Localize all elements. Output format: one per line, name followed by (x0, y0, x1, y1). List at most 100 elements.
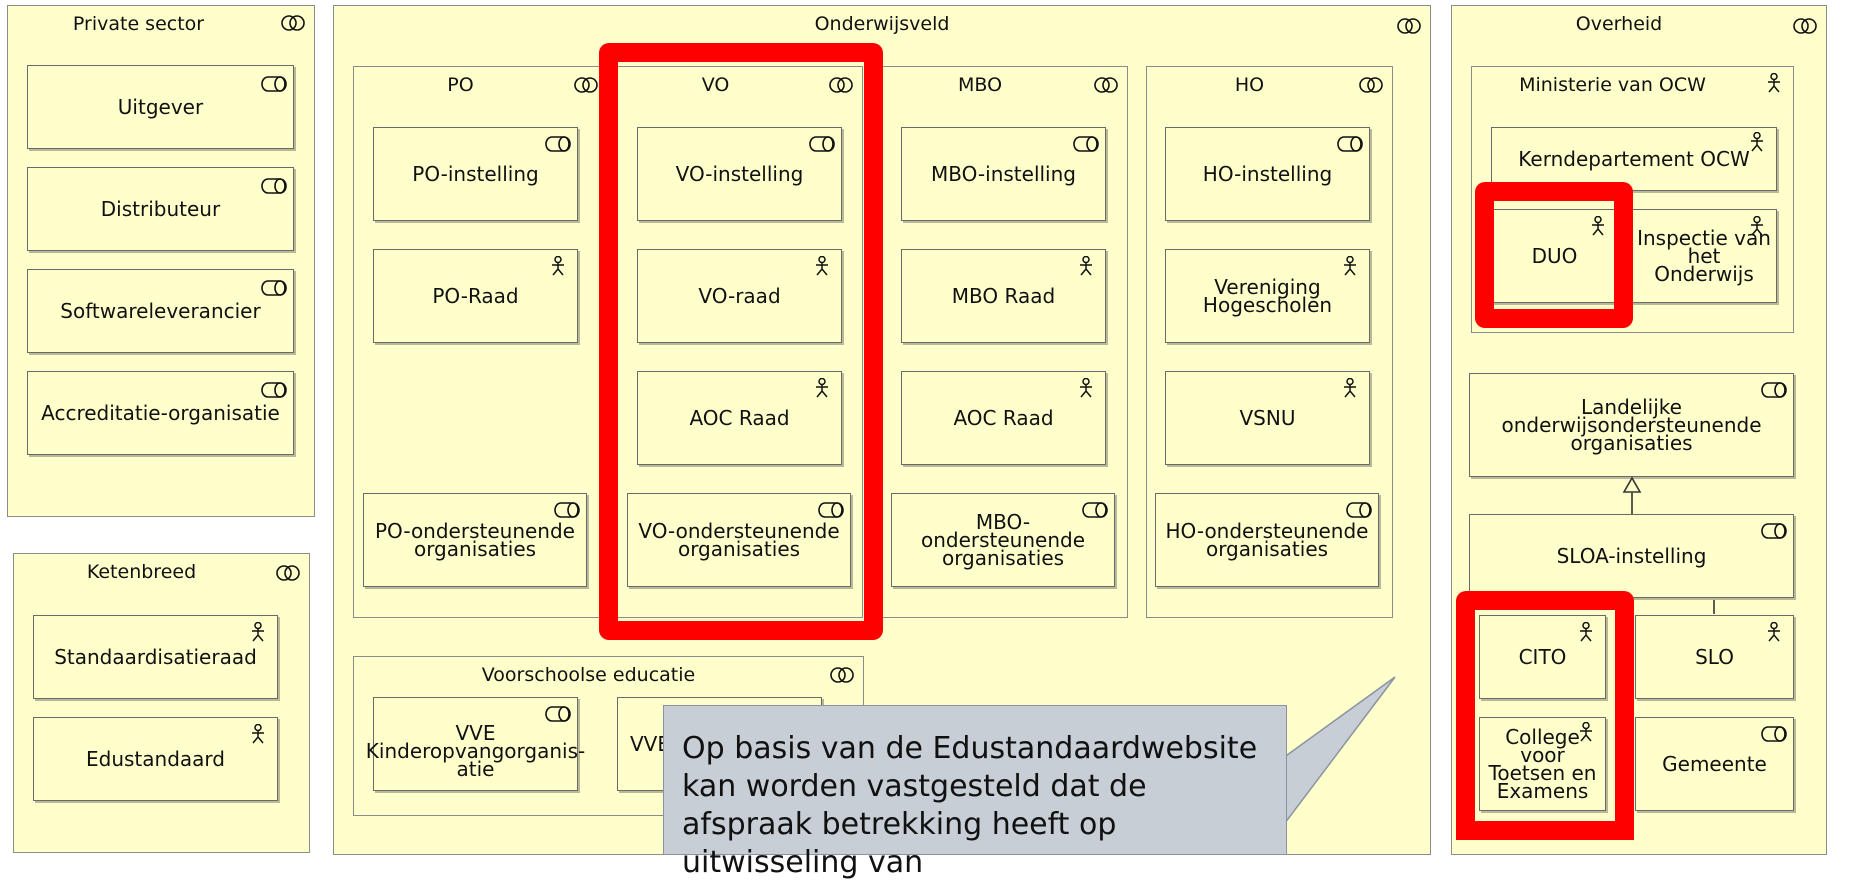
box-label: Edustandaard (86, 747, 225, 771)
box-aoc-raad-mbo[interactable]: AOC Raad (901, 371, 1106, 465)
collaboration-icon (1093, 75, 1119, 95)
box-kerndepartement-ocw[interactable]: Kerndepartement OCW (1491, 127, 1777, 191)
box-label: VSNU (1239, 406, 1296, 430)
box-standaardisatieraad[interactable]: Standaardisatieraad (33, 615, 278, 699)
box-label: College voor Toetsen en Examens (1488, 725, 1597, 803)
box-label: SLO (1695, 645, 1734, 669)
box-gemeente[interactable]: Gemeente (1635, 717, 1794, 811)
box-label: SLOA-instelling (1556, 544, 1707, 568)
group-title: HO (1234, 74, 1265, 96)
box-cito[interactable]: CITO (1479, 615, 1606, 699)
box-vve-kinderopvang[interactable]: VVE Kinderopvangorganis-atie (365, 697, 586, 791)
box-softwareleverancier[interactable]: Softwareleverancier (27, 269, 294, 353)
group-title: MBO (957, 74, 1003, 96)
role-icon (1346, 500, 1372, 520)
box-label: CITO (1518, 645, 1567, 669)
callout-text: Op basis van de Edustandaardwebsite kan … (682, 731, 1258, 880)
role-icon (1761, 724, 1787, 744)
collaboration-icon (1396, 16, 1422, 36)
group-title: Private sector (72, 13, 205, 35)
role-icon (545, 704, 571, 724)
group-title: Voorschoolse educatie (481, 664, 696, 686)
highlight-cito-cvte (1456, 591, 1634, 840)
box-vo-instelling[interactable]: VO-instelling (637, 127, 842, 221)
box-vo-raad[interactable]: VO-raad (637, 249, 842, 343)
box-label: HO-ondersteunende organisaties (1165, 519, 1369, 561)
role-icon (261, 74, 287, 94)
role-icon (1761, 380, 1787, 400)
collaboration-icon (573, 75, 599, 95)
box-label: Kerndepartement OCW (1518, 147, 1750, 171)
actor-icon (1073, 256, 1099, 276)
highlight-duo (1475, 182, 1633, 328)
box-label: DUO (1531, 244, 1578, 268)
actor-icon (1744, 132, 1770, 152)
box-mbo-raad[interactable]: MBO Raad (901, 249, 1106, 343)
box-mbo-instelling[interactable]: MBO-instelling (901, 127, 1106, 221)
box-label: VO-instelling (675, 162, 804, 186)
box-slo[interactable]: SLO (1635, 615, 1794, 699)
group-title: Overheid (1575, 13, 1663, 35)
role-icon (261, 380, 287, 400)
box-landelijke-onderwijsondersteunende[interactable]: Landelijke onderwijsondersteunende organ… (1469, 373, 1794, 477)
box-label: PO-ondersteunende organisaties (375, 519, 575, 561)
actor-icon (1761, 622, 1787, 642)
highlight-vo (599, 43, 883, 640)
box-po-instelling[interactable]: PO-instelling (373, 127, 578, 221)
box-college-toetsen-examens[interactable]: College voor Toetsen en Examens (1479, 717, 1606, 811)
actor-icon (1073, 378, 1099, 398)
box-label: Softwareleverancier (60, 299, 261, 323)
box-accreditatie-organisatie[interactable]: Accreditatie-organisatie (27, 371, 294, 455)
box-label: VVE (630, 732, 670, 756)
group-title: Onderwijsveld (814, 13, 950, 35)
box-label: AOC Raad (689, 406, 790, 430)
box-label: MBO-instelling (931, 162, 1076, 186)
box-distributeur[interactable]: Distributeur (27, 167, 294, 251)
box-vereniging-hogescholen[interactable]: Vereniging Hogescholen (1165, 249, 1370, 343)
box-mbo-ondersteunende[interactable]: MBO-ondersteunende organisaties (891, 493, 1115, 587)
group-title: Ketenbreed (86, 561, 197, 583)
box-vsnu[interactable]: VSNU (1165, 371, 1370, 465)
box-sloa-instelling[interactable]: SLOA-instelling (1469, 514, 1794, 598)
role-icon (554, 500, 580, 520)
box-label: VO-raad (698, 284, 781, 308)
group-title: VO (701, 74, 730, 96)
box-aoc-raad-vo[interactable]: AOC Raad (637, 371, 842, 465)
collaboration-icon (829, 665, 855, 685)
collaboration-icon (280, 13, 306, 33)
box-edustandaard[interactable]: Edustandaard (33, 717, 278, 801)
box-label: Inspectie van het Onderwijs (1637, 226, 1771, 286)
callout-note: Op basis van de Edustandaardwebsite kan … (663, 705, 1287, 880)
actor-icon (545, 256, 571, 276)
box-label: PO-instelling (412, 162, 539, 186)
role-icon (261, 176, 287, 196)
box-label: AOC Raad (953, 406, 1054, 430)
collaboration-icon (1792, 16, 1818, 36)
box-label: Distributeur (100, 197, 221, 221)
role-icon (261, 278, 287, 298)
group-title: Ministerie van OCW (1519, 74, 1706, 96)
box-po-raad[interactable]: PO-Raad (373, 249, 578, 343)
actor-icon (1761, 73, 1787, 93)
actor-icon (245, 622, 271, 642)
box-inspectie-onderwijs[interactable]: Inspectie van het Onderwijs (1631, 209, 1777, 303)
actor-icon (1337, 256, 1363, 276)
group-ketenbreed[interactable]: Ketenbreed (13, 553, 310, 853)
box-label: Gemeente (1662, 752, 1767, 776)
box-label: MBO-ondersteunende organisaties (920, 510, 1086, 570)
role-icon (1073, 134, 1099, 154)
box-po-ondersteunende[interactable]: PO-ondersteunende organisaties (363, 493, 587, 587)
box-label: VVE Kinderopvangorganis-atie (365, 721, 586, 781)
actor-icon (1337, 378, 1363, 398)
collaboration-icon (275, 563, 301, 583)
box-label: VO-ondersteunende organisaties (638, 519, 840, 561)
box-ho-instelling[interactable]: HO-instelling (1165, 127, 1370, 221)
box-uitgever[interactable]: Uitgever (27, 65, 294, 149)
box-ho-ondersteunende[interactable]: HO-ondersteunende organisaties (1155, 493, 1379, 587)
box-label: HO-instelling (1202, 162, 1333, 186)
box-vo-ondersteunende[interactable]: VO-ondersteunende organisaties (627, 493, 851, 587)
box-duo[interactable]: DUO (1491, 209, 1618, 303)
box-label: MBO Raad (951, 284, 1056, 308)
role-icon (1761, 521, 1787, 541)
actor-icon (1744, 216, 1770, 236)
